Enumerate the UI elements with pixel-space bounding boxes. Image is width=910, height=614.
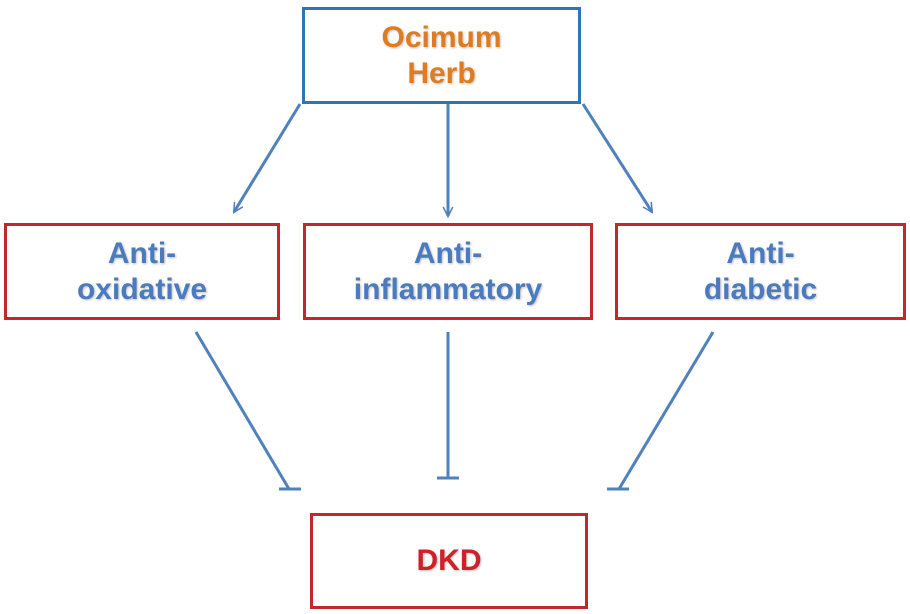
anti-diabetic-line1: Anti- [726, 236, 795, 270]
anti-oxidative-box: Anti- oxidative [4, 223, 280, 320]
anti-inflammatory-line1: Anti- [413, 236, 483, 270]
anti-oxidative-line1: Anti- [107, 236, 177, 270]
arrow-to-anti-diabetic [581, 103, 654, 212]
arrow-to-anti-oxidative [232, 103, 302, 212]
ocimum-herb-label: Ocimum Herb [381, 20, 501, 92]
anti-diabetic-box: Anti- diabetic [615, 223, 906, 320]
ocimum-herb-line1: Ocimum [381, 20, 502, 54]
anti-inflammatory-label: Anti- inflammatory [354, 236, 542, 308]
anti-diabetic-line2: diabetic [703, 272, 818, 306]
anti-inflammatory-box: Anti- inflammatory [303, 223, 593, 320]
dkd-box: DKD [310, 513, 588, 609]
anti-diabetic-label: Anti- diabetic [704, 236, 817, 308]
inhibit-line-oxidative [194, 331, 291, 490]
inhibit-line-diabetic [617, 331, 715, 490]
dkd-label: DKD [416, 544, 482, 577]
anti-oxidative-label: Anti- oxidative [77, 236, 207, 308]
ocimum-herb-box: Ocimum Herb [302, 7, 581, 104]
ocimum-herb-line2: Herb [407, 56, 476, 90]
anti-oxidative-line2: oxidative [76, 272, 208, 306]
anti-inflammatory-line2: inflammatory [353, 272, 543, 306]
